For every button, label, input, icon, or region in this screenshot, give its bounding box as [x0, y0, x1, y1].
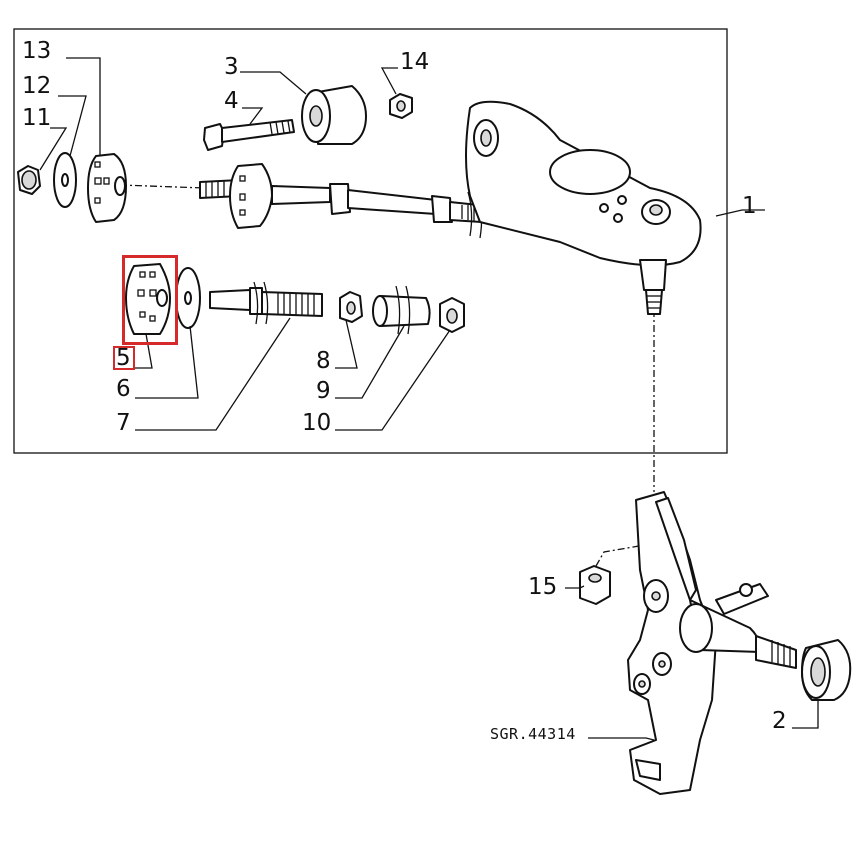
callout-6: 6: [116, 376, 131, 402]
part-1-control-arm: [465, 100, 702, 315]
part-6-washer: [175, 267, 201, 329]
part-10-nut: [439, 297, 465, 333]
callout-9: 9: [316, 378, 331, 404]
callout-11: 11: [22, 105, 52, 131]
part-13-eccentric: [87, 153, 127, 223]
part-14-nut: [389, 93, 413, 119]
part-12-washer: [53, 152, 77, 208]
part-15-nut: [579, 565, 611, 605]
steering-knuckle: [627, 491, 797, 795]
callout-1: 1: [742, 193, 757, 219]
part-4-bolt: [203, 119, 295, 151]
callout-10: 10: [302, 410, 332, 436]
callout-8: 8: [316, 348, 331, 374]
diagram-code: SGR.44314: [490, 725, 576, 743]
callout-7: 7: [116, 410, 131, 436]
callout-15: 15: [528, 574, 558, 600]
callout-2: 2: [772, 708, 787, 734]
callout-3: 3: [224, 54, 239, 80]
callout-12: 12: [22, 73, 52, 99]
assembly-frame: [13, 28, 728, 454]
callout-13: 13: [22, 38, 52, 64]
callout-5: 5: [116, 345, 131, 371]
part-7-stud: [209, 281, 323, 325]
leader-lines: [39, 57, 819, 741]
part-5-eccentric: [125, 263, 171, 335]
part-11-nut: [17, 165, 41, 195]
part-3-bushing: [301, 85, 367, 145]
part-9-spacer: [372, 285, 431, 335]
part-8-nut: [339, 291, 363, 323]
part-2-dust-cap: [801, 639, 852, 701]
callout-14: 14: [400, 49, 430, 75]
callout-4: 4: [224, 88, 239, 114]
